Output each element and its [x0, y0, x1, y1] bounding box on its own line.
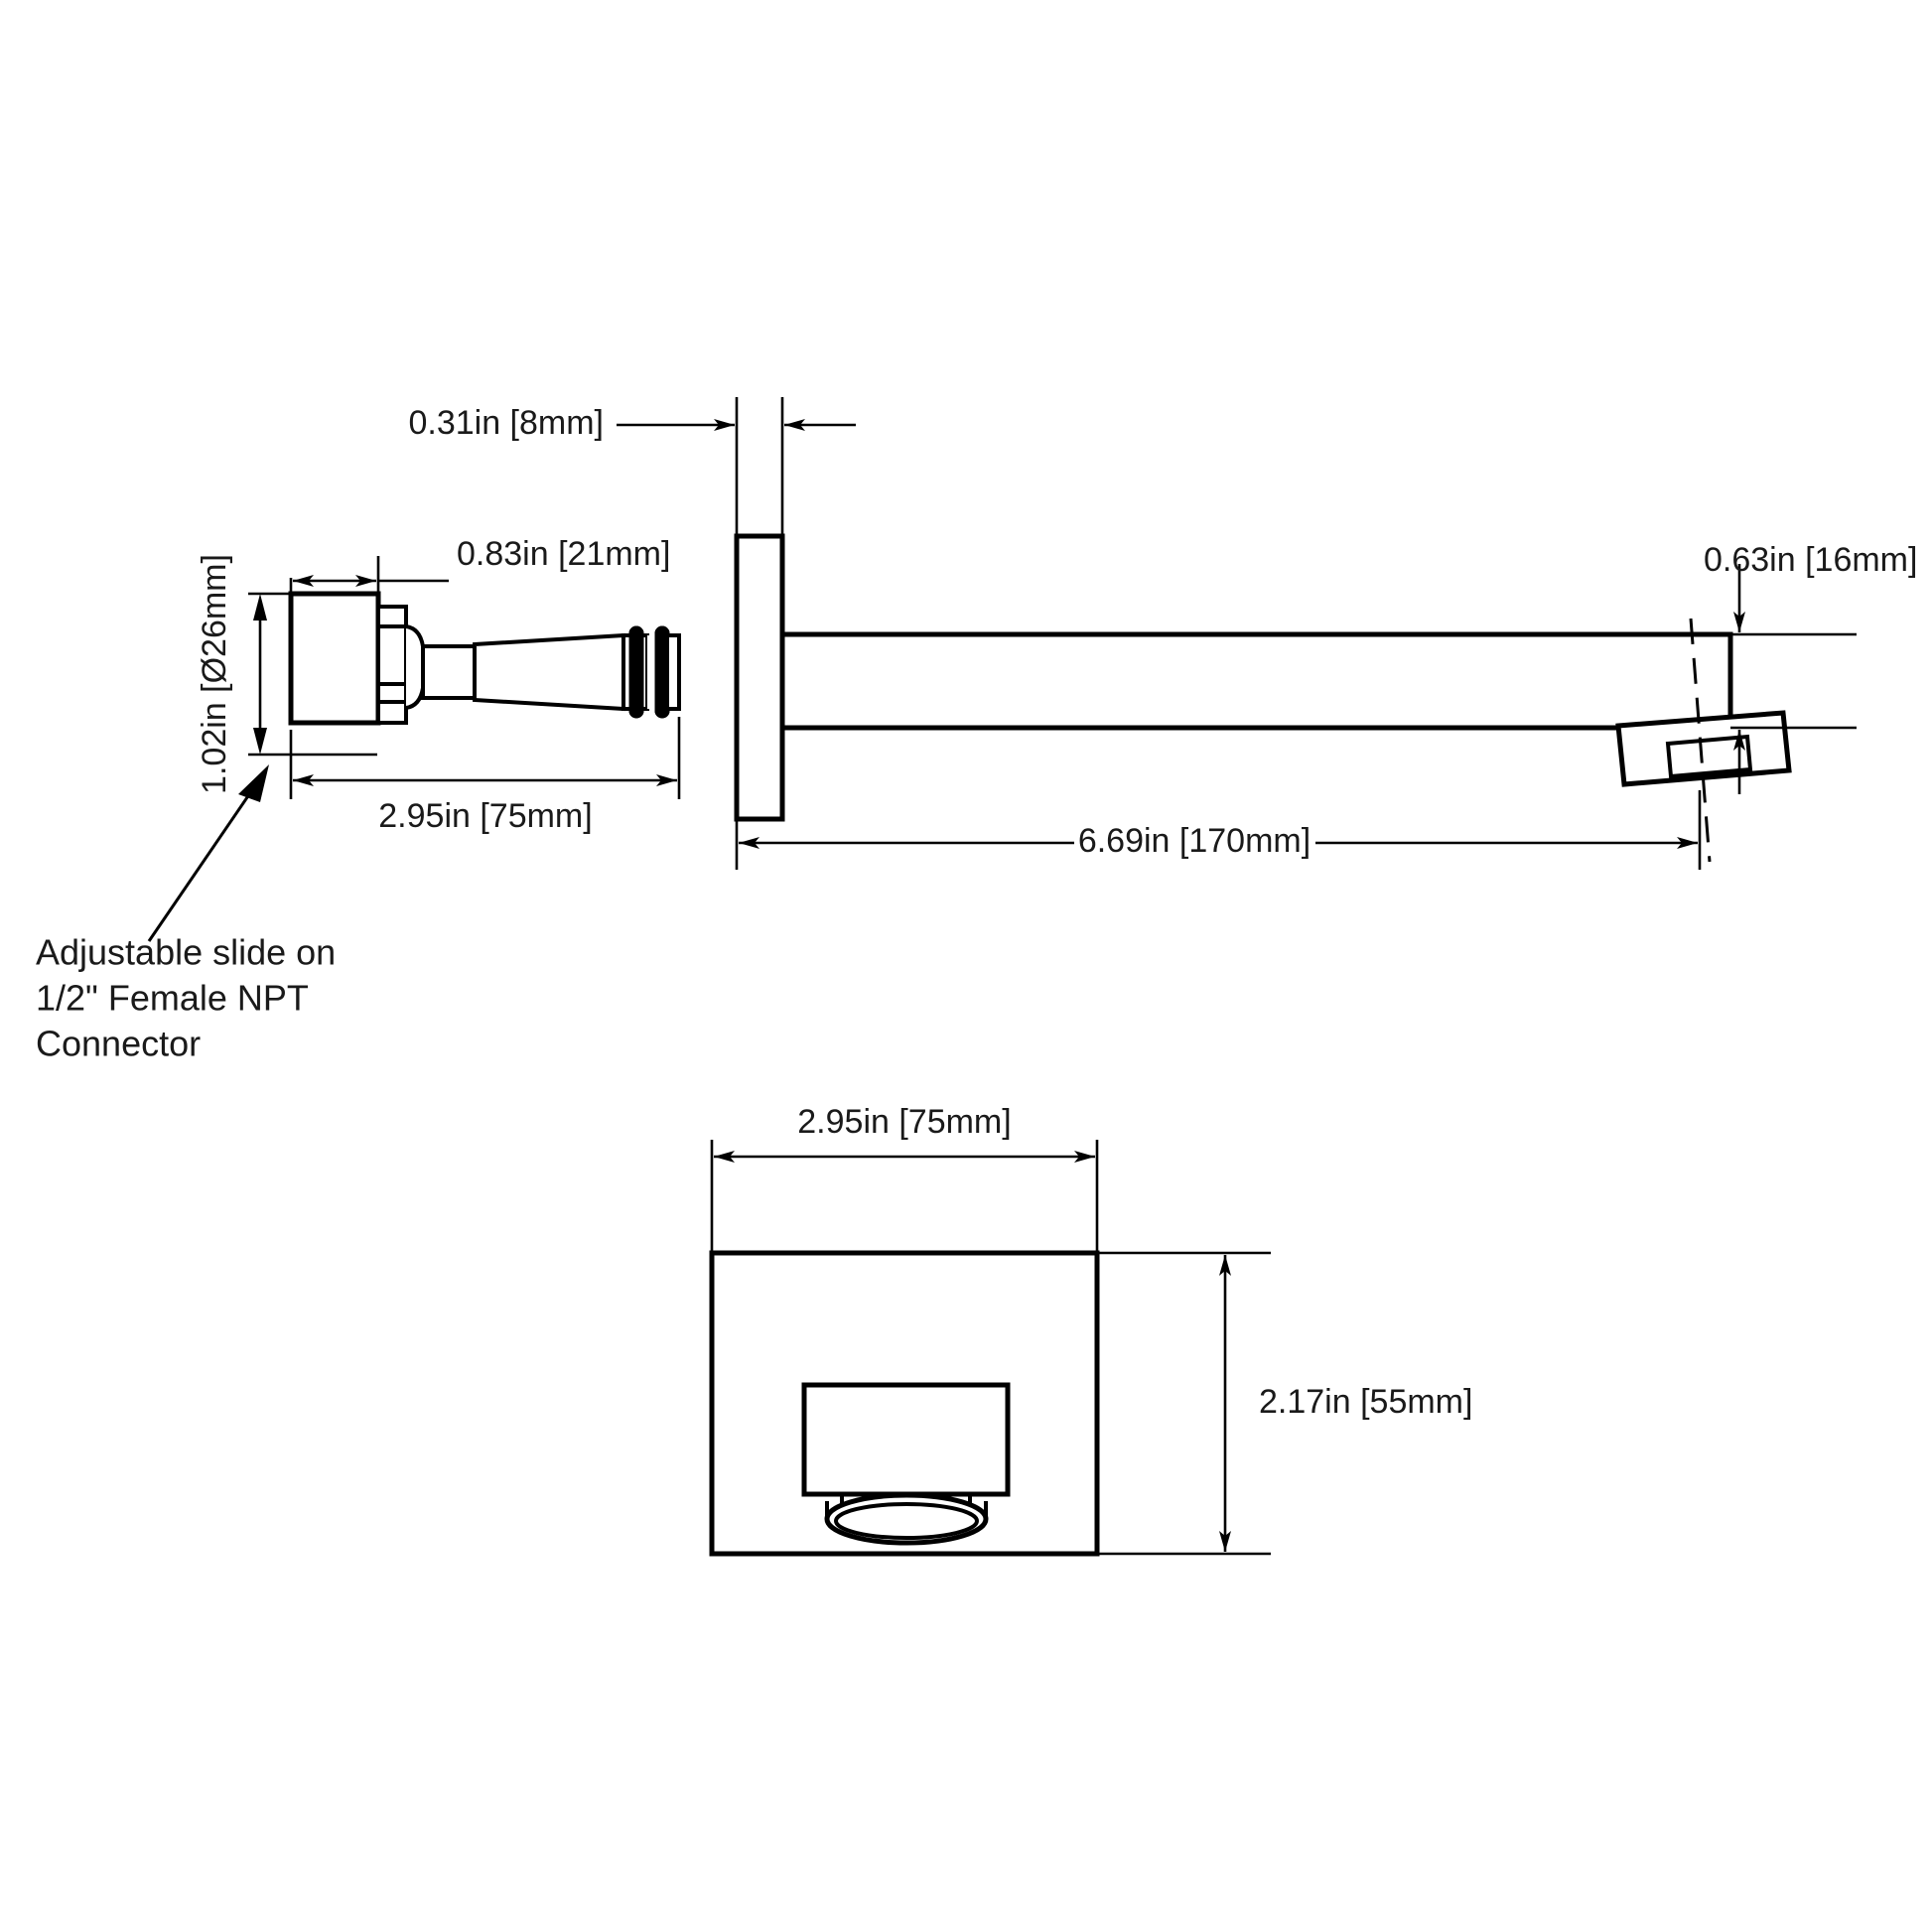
spout-arm-body	[779, 631, 1733, 731]
connector-ring-bot-1	[376, 682, 408, 704]
dim-label-flange-thickness: 0.31in [8mm]	[408, 404, 604, 442]
note-line-1: Adjustable slide on	[36, 932, 336, 973]
dim-arrow-collar-dia-up	[253, 594, 267, 621]
outlet-centerline	[1689, 618, 1712, 863]
dimension-collar-diameter: 1.02in [Ø26mm]	[196, 554, 377, 794]
connector-detail-view	[288, 591, 681, 726]
dimension-flange-thickness: 0.31in [8mm]	[408, 397, 856, 542]
dim-label-plate-height: 2.17in [55mm]	[1259, 1383, 1472, 1421]
dimension-connector-length: 2.95in [75mm]	[289, 717, 681, 835]
side-elevation-view	[734, 533, 1792, 863]
front-elevation-view	[709, 1250, 1100, 1557]
connector-ring-mid	[376, 624, 408, 686]
dim-label-collar-diameter: 1.02in [Ø26mm]	[196, 554, 233, 794]
dimension-outlet-height: 0.63in [16mm]	[1704, 541, 1917, 794]
connector-cylinder	[421, 644, 477, 700]
connector-ring-bot-2	[376, 700, 408, 725]
connector-end-cap	[665, 633, 681, 711]
wall-flange-plate	[734, 533, 785, 822]
dim-label-collar-length: 0.83in [21mm]	[457, 535, 670, 573]
connector-ring-top-1	[376, 605, 408, 628]
spout-front-face	[801, 1382, 1011, 1497]
dim-label-outlet-height: 0.63in [16mm]	[1704, 541, 1917, 579]
dim-label-spout-projection: 6.69in [170mm]	[1078, 822, 1311, 860]
connector-shoulder	[405, 624, 425, 710]
outlet-ellipse-inner	[834, 1502, 979, 1540]
dim-label-connector-length: 2.95in [75mm]	[378, 797, 592, 835]
dimension-spout-projection: 6.69in [170mm]	[735, 790, 1702, 870]
dimension-plate-width: 2.95in [75mm]	[710, 1103, 1099, 1259]
leader-line-connector-note	[147, 783, 258, 942]
note-line-3: Connector	[36, 1024, 201, 1064]
leader-arrowhead-connector-note	[238, 764, 269, 802]
note-line-2: 1/2" Female NPT	[36, 978, 309, 1019]
dim-label-plate-width: 2.95in [75mm]	[797, 1103, 1011, 1141]
annotation-connector-note: Adjustable slide on 1/2" Female NPT Conn…	[36, 764, 336, 1064]
connector-taper	[473, 632, 625, 712]
dimension-plate-height: 2.17in [55mm]	[1092, 1251, 1472, 1556]
outlet-housing-inner	[1665, 734, 1753, 779]
dim-arrow-collar-dia-down	[253, 728, 267, 755]
connector-collar-body	[288, 591, 381, 726]
dimension-collar-length: 0.83in [21mm]	[289, 535, 670, 608]
